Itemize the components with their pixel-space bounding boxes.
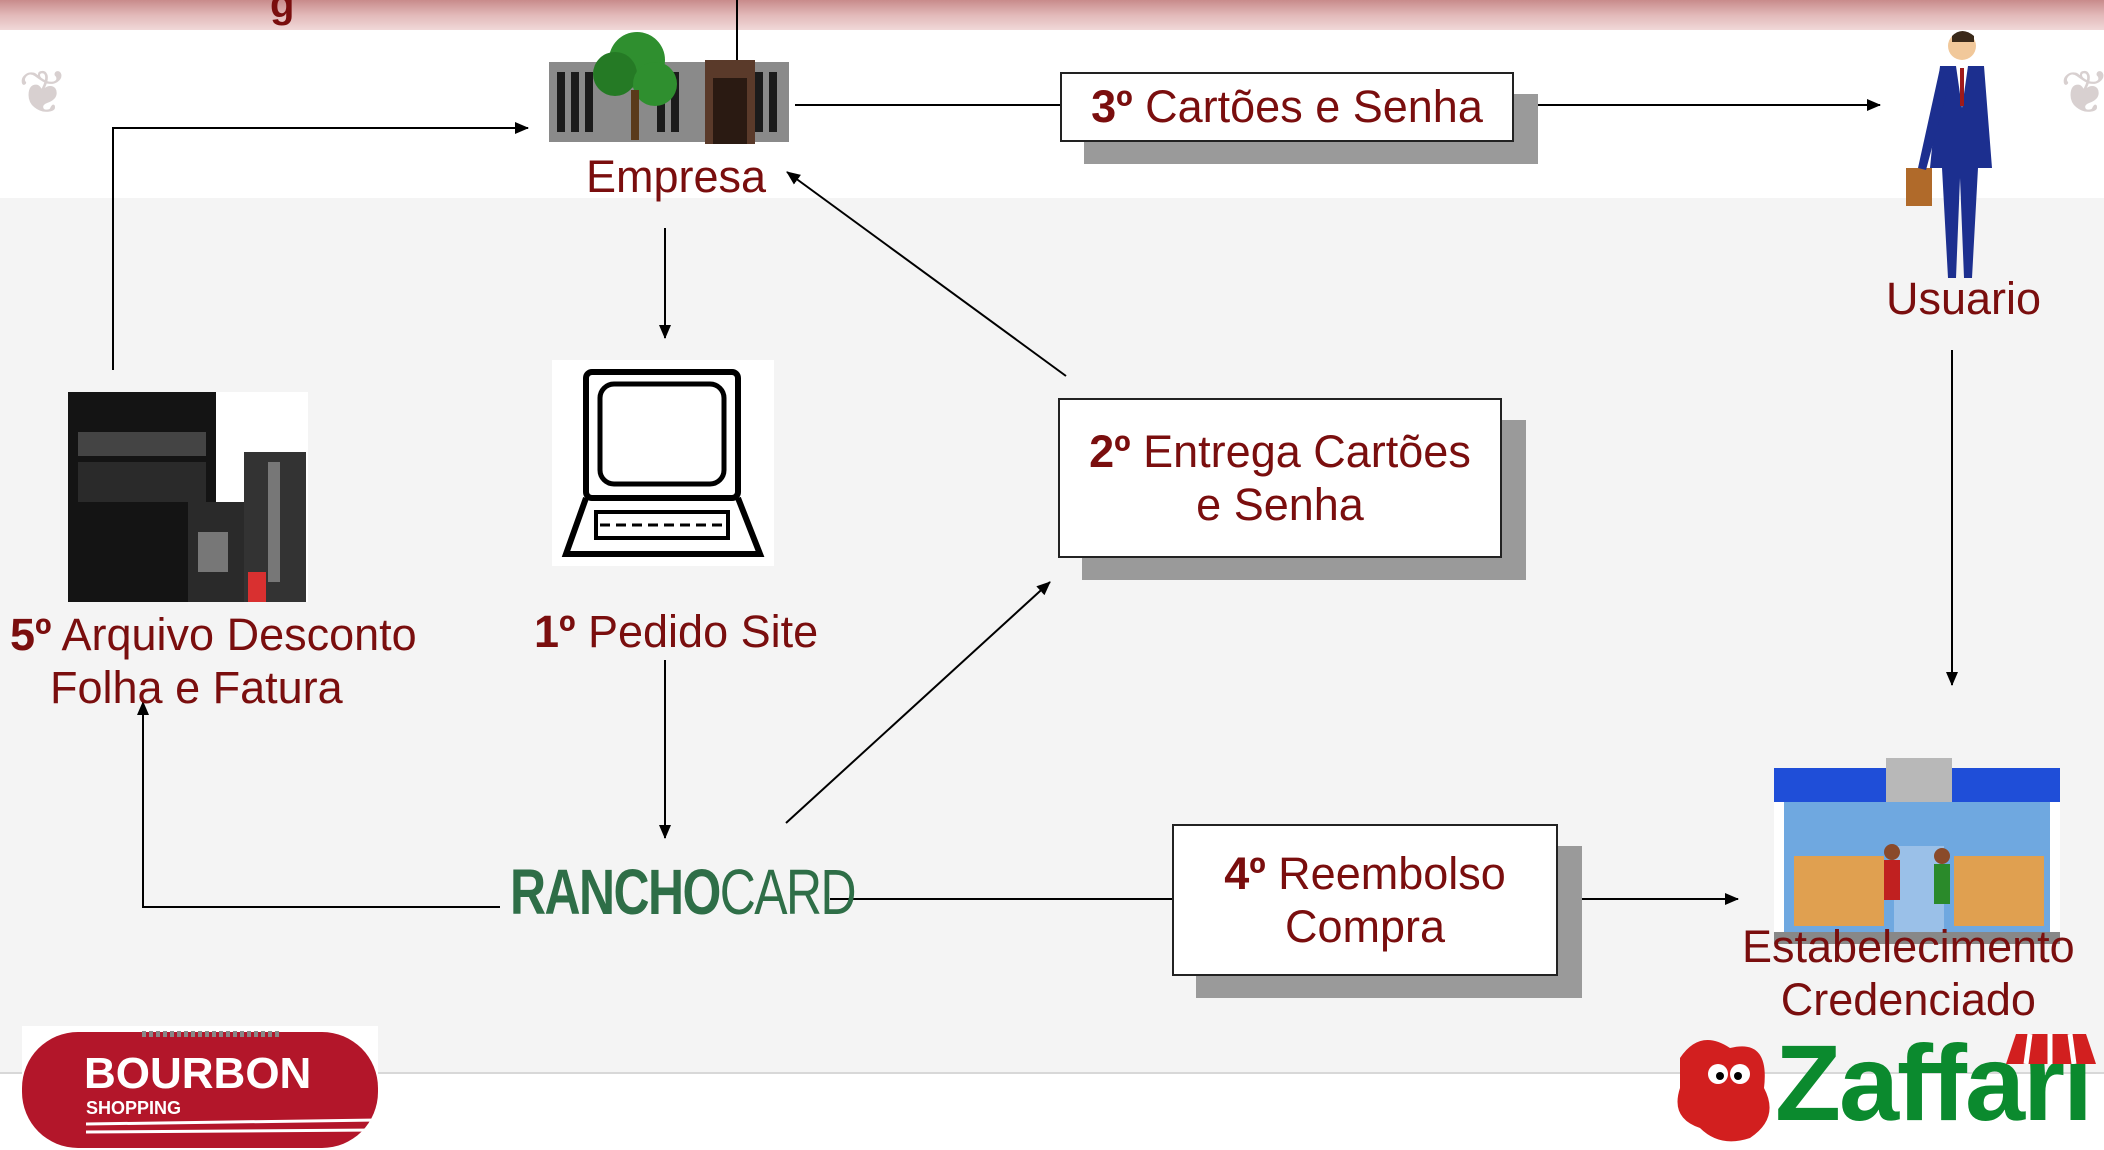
server-icon bbox=[68, 392, 308, 602]
arquivo-number: 5º bbox=[10, 609, 52, 660]
step3-number: 3º bbox=[1091, 81, 1133, 133]
arrow-ranchocard-to-step2 bbox=[785, 581, 1051, 824]
slide-title-fragment: g bbox=[270, 0, 295, 26]
building-icon bbox=[549, 0, 789, 144]
step3-text: Cartões e Senha bbox=[1145, 81, 1483, 133]
arrow-ranchocard-to-arquivo bbox=[137, 701, 500, 908]
empresa-label: Empresa bbox=[586, 151, 767, 202]
bourbon-logo-text: BOURBON bbox=[84, 1049, 311, 1098]
pedido-number: 1º bbox=[534, 606, 576, 657]
pedido-label: 1º Pedido Site bbox=[534, 606, 819, 657]
awning-icon bbox=[2006, 1034, 2096, 1064]
ranchocard-logo: RANCHOCARD bbox=[510, 856, 856, 928]
arrow-arquivo-to-empresa bbox=[112, 122, 529, 370]
header-band bbox=[0, 30, 2104, 198]
dove-ornament-icon: ❦ bbox=[18, 59, 69, 126]
step2-number: 2º bbox=[1089, 425, 1131, 477]
step4-box: 4º Reembolso Compra bbox=[1172, 824, 1558, 976]
zaffari-logo: Zaffari bbox=[1660, 1022, 2104, 1148]
arquivo-label: 5º Arquivo Desconto Folha e Fatura bbox=[10, 609, 417, 714]
squirrel-mascot-icon bbox=[1677, 1040, 1770, 1142]
laptop-icon bbox=[552, 360, 774, 566]
store-icon bbox=[1774, 758, 2060, 944]
step2-box: 2º Entrega Cartões e Senha bbox=[1058, 398, 1502, 558]
step3-box: 3º Cartões e Senha bbox=[1060, 72, 1514, 142]
businessman-icon bbox=[1906, 31, 1992, 278]
step4-number: 4º bbox=[1224, 847, 1266, 899]
dove-ornament-icon-right: ❦ bbox=[2060, 59, 2104, 126]
bourbon-shopping-logo: BOURBON SHOPPING bbox=[22, 1026, 378, 1148]
usuario-label: Usuario bbox=[1886, 273, 2042, 324]
arrow-step2-to-empresa bbox=[786, 171, 1067, 377]
top-banner: g bbox=[0, 0, 2104, 30]
estabelecimento-label: Estabelecimento Credenciado bbox=[1742, 921, 2075, 1026]
bourbon-logo-subtext: SHOPPING bbox=[86, 1098, 181, 1118]
